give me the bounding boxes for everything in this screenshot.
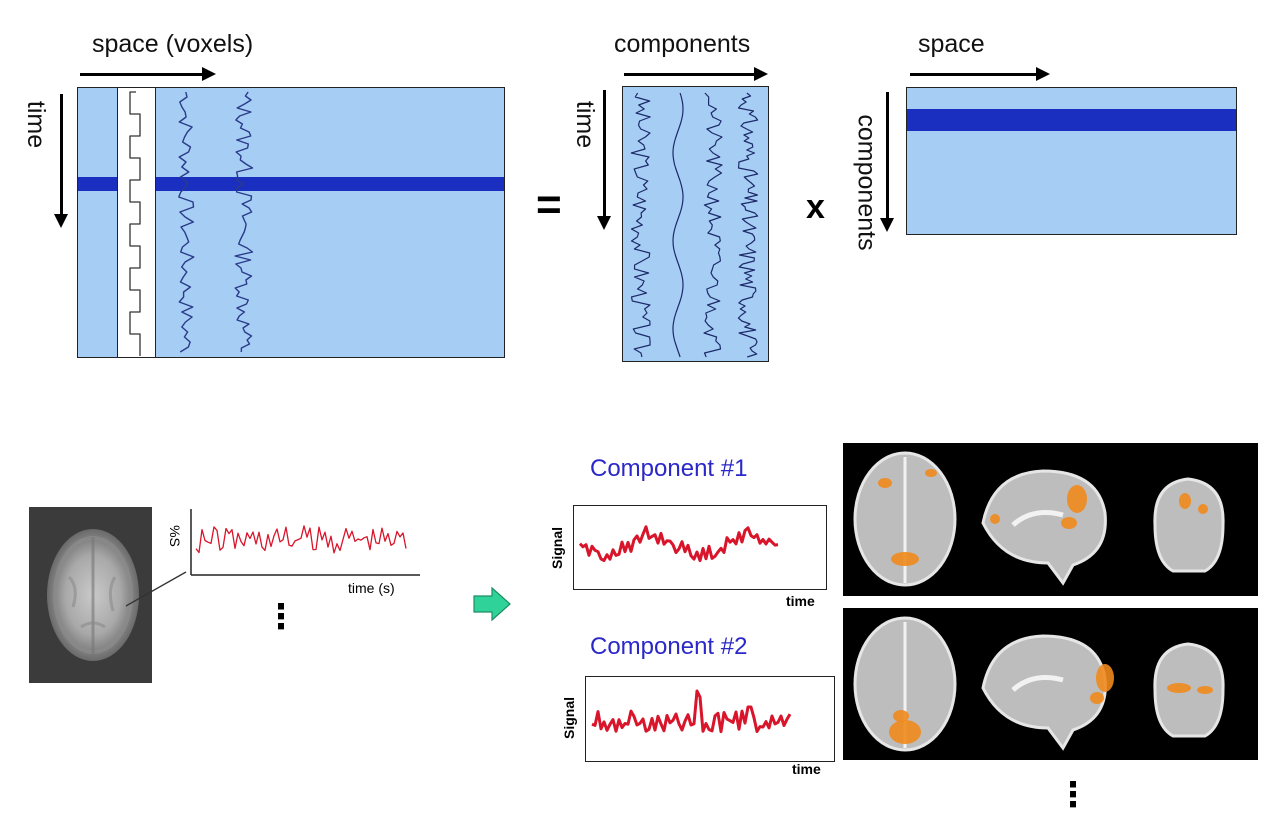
green-arrow-icon [473,586,511,622]
component-1-brain-maps [843,443,1258,596]
middle-x-axis-arrow [624,67,768,81]
times-sign: x [806,188,825,226]
spatial-map-component-row [907,109,1236,131]
activation-blob-5 [1061,517,1077,529]
component-timecourse-1 [630,92,651,358]
middle-y-axis-arrow [597,90,611,230]
fmri-slice-image [29,507,152,683]
voxel-timecourses [129,91,254,356]
component-2-plot [585,676,835,762]
voxel-timecourse-2 [234,91,254,353]
voxel-signal-axes [190,509,420,576]
component-2-x-label: time [792,761,821,777]
right-x-axis-label: space [918,30,985,58]
sagittal-corpus-callosum [1011,510,1064,527]
data-matrix [77,87,505,358]
component-timecourses [630,92,759,358]
voxel-y-label: %S [166,525,183,547]
component-1-signal-line [578,525,779,563]
component-timecourse-3 [703,92,723,358]
spatial-map-matrix [906,87,1237,235]
activation-blob-3 [1096,664,1114,692]
activation-blob-2 [925,469,937,477]
coronal-slice [1153,477,1225,573]
voxel-signal-line [195,525,407,554]
sagittal-slice [981,469,1107,586]
activation-blob-1 [889,720,921,744]
component-1-brain-views [853,451,1225,587]
activation-blob-5 [1167,683,1191,693]
left-x-axis-arrow [80,67,216,81]
component-timecourse-2 [672,92,684,358]
voxel-timecourse-1 [178,91,195,353]
component-1-y-label: Signal [549,526,566,570]
component-1-trace [578,525,779,563]
component-1-x-label: time [786,593,815,609]
sagittal-slice [981,634,1107,751]
activation-blob-2 [893,710,909,722]
right-x-axis-arrow [910,67,1050,81]
component-2-title: Component #2 [590,633,748,660]
components-more-ellipsis: ⋮ [1056,776,1090,814]
component-2-y-label: Signal [561,696,578,740]
voxel-signal-plot [188,505,420,577]
component-2-trace [591,689,792,734]
component-2-brain-views [853,616,1225,752]
component-1-plot [573,505,827,590]
left-y-axis-arrow [54,94,68,228]
middle-x-axis-label: components [614,30,751,58]
left-x-axis-label: space (voxels) [92,30,254,58]
voxel-column-highlight [117,87,156,358]
component-2-brain-maps [843,608,1258,760]
activation-blob-6 [1197,686,1213,694]
activation-blob-8 [1198,504,1208,514]
activation-blob-1 [878,478,892,488]
activation-blob-3 [891,552,919,566]
equals-sign: = [536,180,562,229]
activation-blob-7 [1179,493,1191,509]
sagittal-corpus-callosum [1011,675,1064,692]
voxel-signal-trace [195,525,407,554]
activation-blob-4 [1090,692,1104,704]
boxcar-timecourse [129,91,141,356]
component-1-title: Component #1 [590,455,748,482]
voxel-x-label: time (s) [348,580,395,596]
component-2-signal-line [591,689,792,734]
activation-blob-6 [990,514,1000,524]
right-y-axis-arrow [880,92,894,232]
activation-blob-4 [1067,485,1087,513]
voxel-more-ellipsis: ⋮ [264,598,298,636]
component-timecourse-4 [737,92,759,358]
component-timecourse-matrix [622,86,769,362]
